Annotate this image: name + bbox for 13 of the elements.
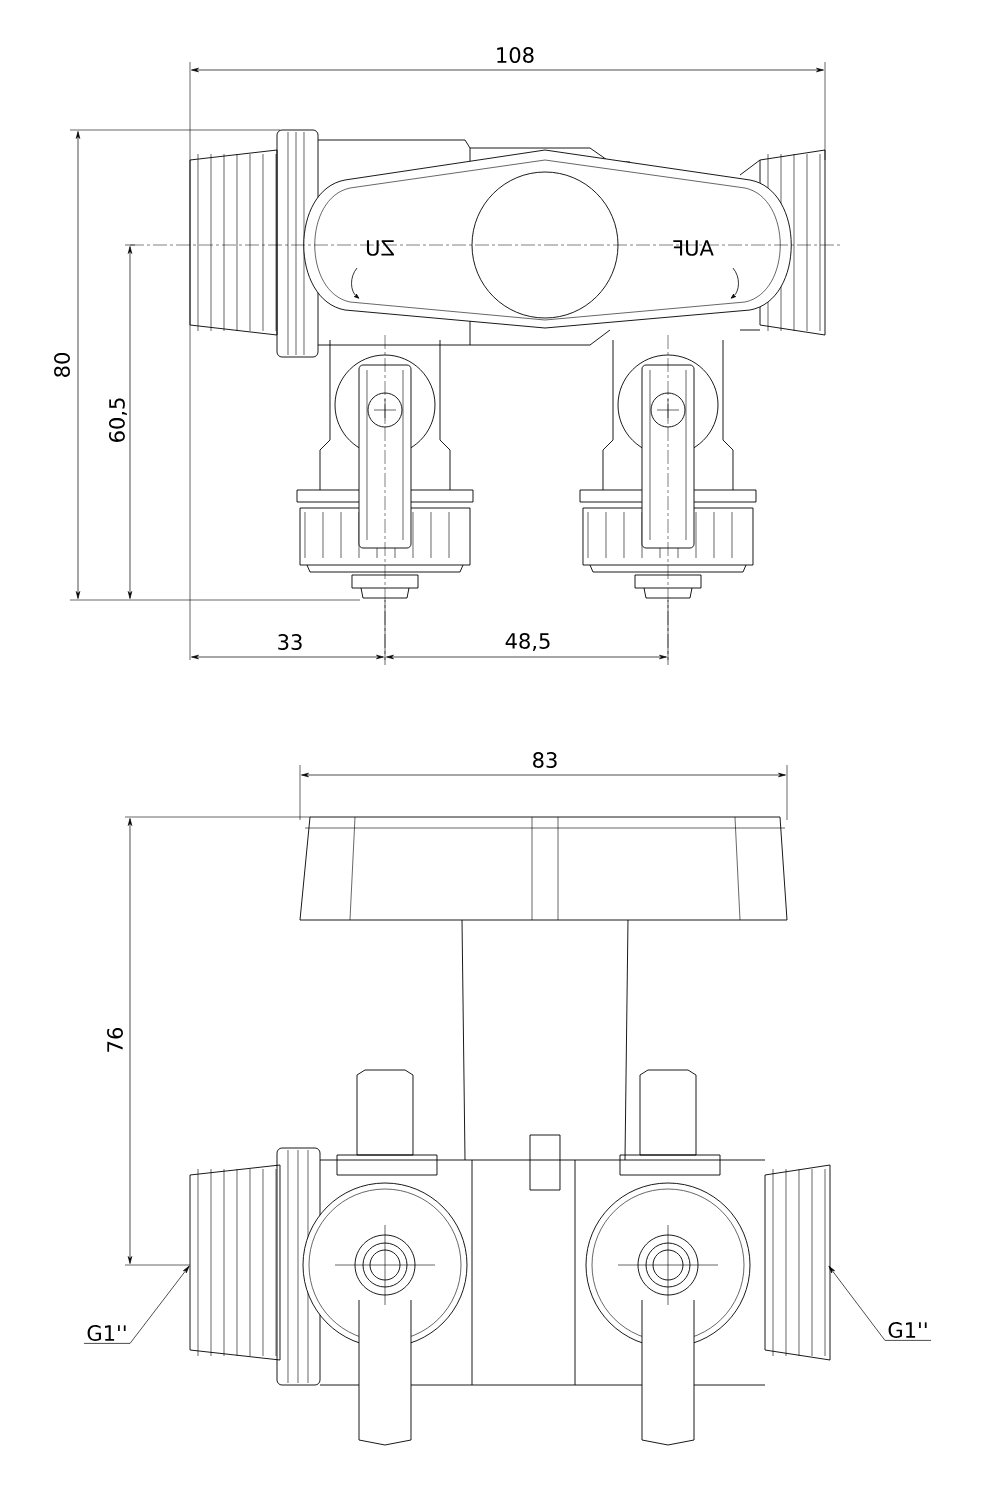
leader-line: [83, 1265, 190, 1344]
dimension-label: 48,5: [505, 633, 550, 652]
dimension-label: 108: [497, 47, 534, 63]
leader-line: [828, 1265, 932, 1341]
dimension-label: 83: [533, 752, 557, 768]
dimension-label: 80: [54, 353, 70, 377]
dimension-label: 76: [107, 1027, 123, 1052]
dimension-label: 33: [278, 634, 302, 650]
thread-label: G1'': [888, 1322, 927, 1338]
handle-label: AUF: [673, 240, 714, 256]
dimension-label: 60,5: [109, 398, 127, 442]
handle-label: ZU: [366, 240, 394, 256]
thread-label: G1'': [87, 1325, 126, 1341]
